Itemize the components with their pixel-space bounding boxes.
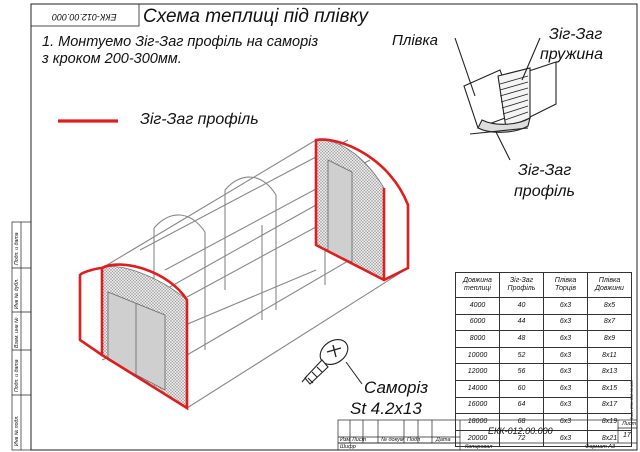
tb-col-data: Дата (436, 437, 451, 443)
table-cell: 64 (499, 396, 544, 415)
tb-copied: Копировал (465, 444, 493, 450)
table-cell: 16000 (455, 396, 500, 415)
table-cell: 6x3 (543, 297, 588, 315)
title-block-code: ЕКК-012.00.000 (488, 426, 553, 436)
callout-spring-line2: пружина (540, 46, 603, 63)
table-cell: 6x3 (543, 379, 588, 398)
table-cell: 8x17 (587, 396, 632, 415)
tb-col-list: Лист (352, 437, 367, 443)
header-profile: Зіг-Заг Профіль (499, 272, 544, 298)
table-cell: 10000 (455, 346, 500, 365)
back-end-wall (315, 139, 385, 281)
title-block-sheet-label: Лист (622, 421, 637, 427)
side-stamp-3: Взам. инв № (14, 317, 20, 348)
table-cell: 8x11 (587, 346, 632, 365)
top-code-label: ЕКК-012.00.000 (52, 12, 117, 22)
legend-label: Зіг-Заг профіль (140, 111, 259, 128)
side-stamp-1: Подп. и дата (14, 232, 20, 265)
spec-table: Довжина теплиці Зіг-Заг Профіль Плівка Т… (455, 272, 632, 448)
header-length: Довжина теплиці (455, 272, 500, 298)
tb-col-izm: Изм (340, 437, 351, 443)
tb-shifr: Шифр (340, 444, 356, 450)
table-cell: 8x21 (587, 429, 632, 448)
instruction-line-1: 1. Монтуемо Зіг-Заг профіль на саморіз (42, 34, 319, 50)
zigzag-profile-outline (78, 138, 410, 411)
callout-film: Плівка (392, 32, 438, 49)
drawing-title: Схема теплиці під плівку (143, 6, 368, 27)
table-cell: 52 (499, 346, 544, 365)
callout-screw-line1: Саморіз (364, 378, 429, 397)
instruction-line-2: з кроком 200-300мм. (42, 51, 182, 67)
table-cell: 56 (499, 363, 544, 381)
side-stamp-2: Инв № дубл. (14, 278, 20, 309)
side-stamp-strip (11, 221, 32, 451)
table-cell: 40 (499, 297, 544, 315)
table-cell: 8x7 (587, 313, 632, 332)
table-cell: 6x3 (543, 396, 588, 415)
screw-illustration (301, 338, 363, 385)
table-cell: 8x15 (587, 379, 632, 398)
header-length-film: Плівка Довжини (587, 272, 632, 298)
header-end-film: Плівка Торців (543, 272, 588, 298)
side-stamp-5: Инв № подл. (14, 415, 20, 446)
spec-table-header: Довжина теплиці Зіг-Заг Профіль Плівка Т… (455, 272, 632, 298)
callout-profile-line2: профіль (514, 183, 575, 200)
top-code-box (30, 3, 140, 27)
table-cell: 6000 (455, 313, 500, 332)
table-cell: 6x3 (543, 313, 588, 332)
callout-profile-line1: Зіг-Заг (518, 162, 572, 179)
table-cell: 8x9 (587, 330, 632, 348)
table-cell: 44 (499, 313, 544, 332)
table-cell: 12000 (455, 363, 500, 381)
table-cell: 4000 (455, 297, 500, 315)
zigzag-detail-illustration (454, 37, 557, 161)
title-block-sheet-number: 17 (623, 432, 631, 439)
tb-col-doc: № докум (381, 437, 404, 443)
table-cell: 48 (499, 330, 544, 348)
table-cell: 60 (499, 379, 544, 398)
side-stamp-4: Подп. и дата (14, 359, 20, 392)
table-cell: 8x13 (587, 363, 632, 381)
tb-col-podp: Подп (407, 437, 421, 443)
table-cell: 6x3 (543, 363, 588, 381)
tb-format: Формат А3 (585, 444, 616, 450)
table-cell: 8000 (455, 330, 500, 348)
callout-spring-line1: Зіг-Заг (549, 26, 603, 43)
table-cell: 14000 (455, 379, 500, 398)
table-cell: 6x3 (543, 346, 588, 365)
front-end-wall (101, 266, 188, 409)
callout-screw-line2: St 4.2x13 (350, 399, 422, 418)
table-cell: 6x3 (543, 330, 588, 348)
table-cell: 8x5 (587, 297, 632, 315)
tb-side-code: Файл ЕКК-012.00.000 (629, 380, 634, 420)
